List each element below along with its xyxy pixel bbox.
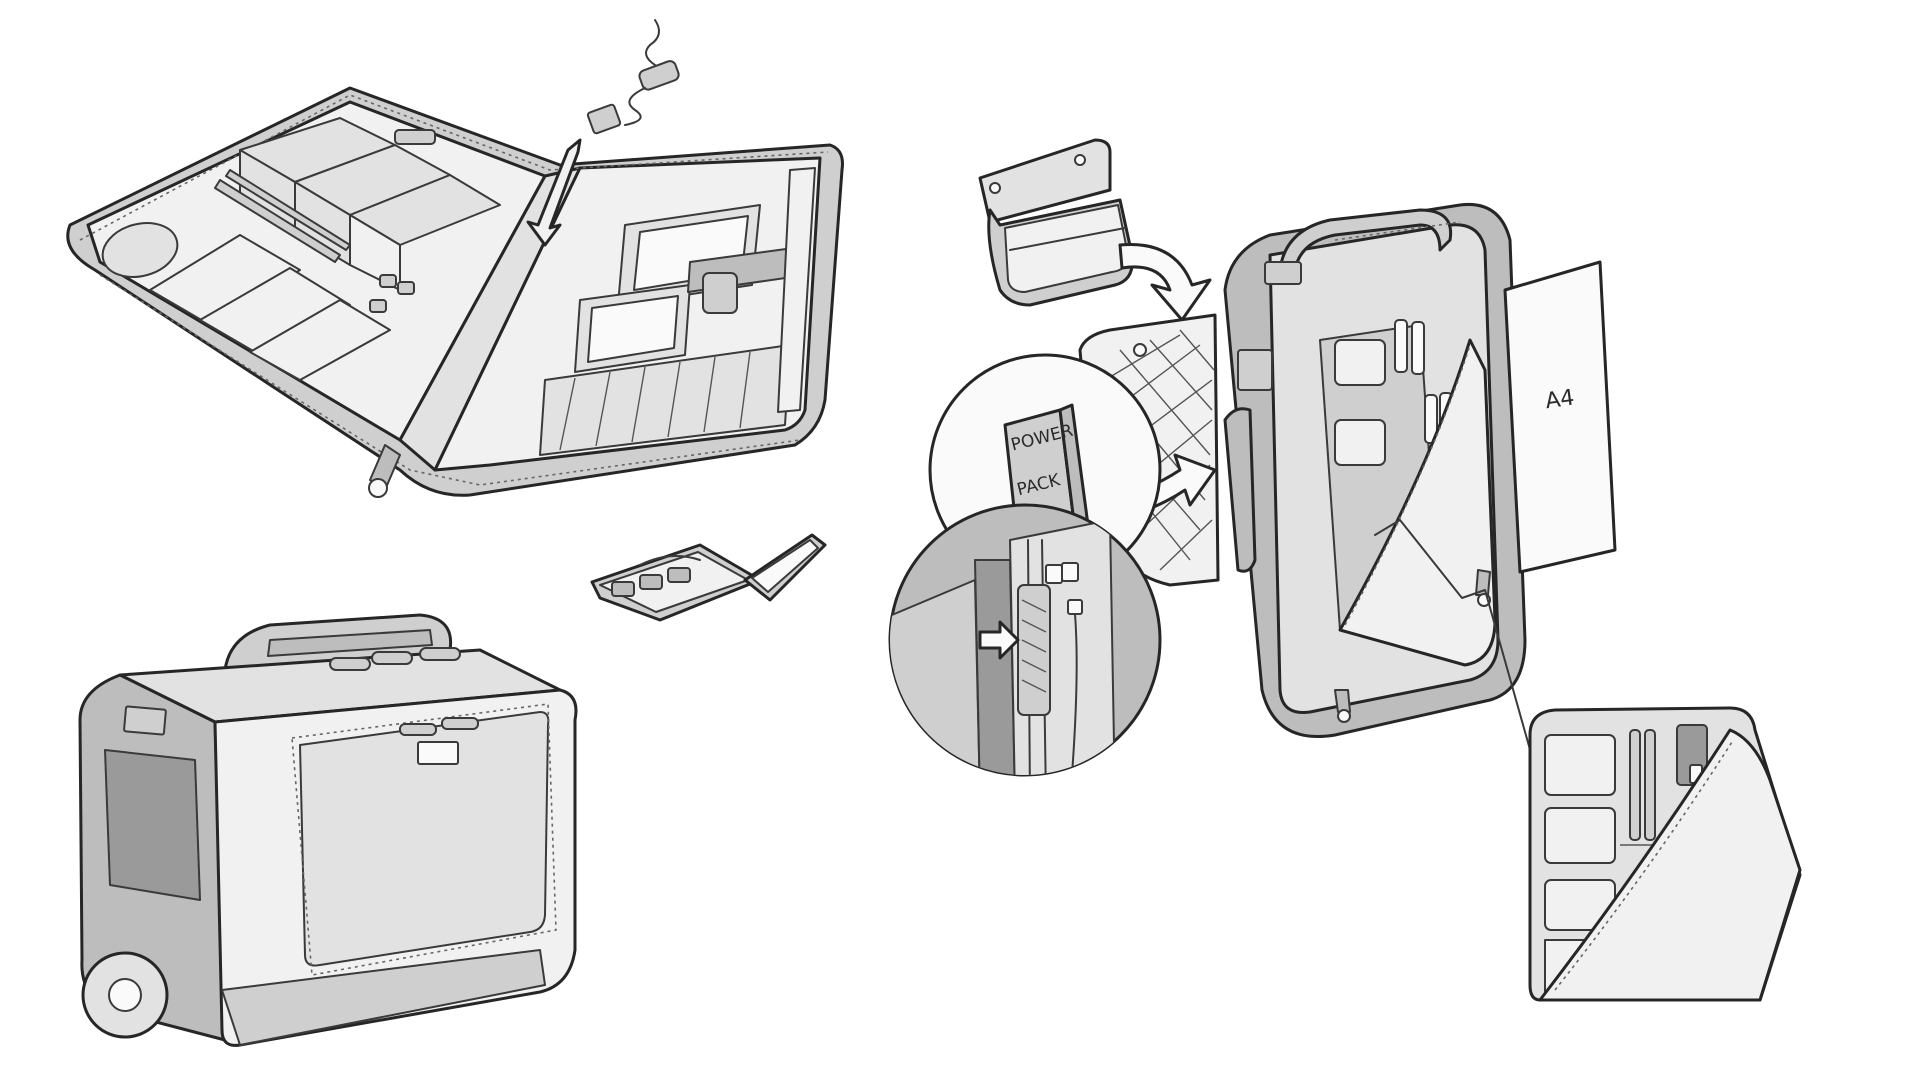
- a4-label: A4: [1544, 386, 1576, 415]
- arrow-icon: [526, 138, 582, 247]
- front-panel: [299, 711, 550, 967]
- pen-icon: [1629, 729, 1641, 841]
- detachable-shelf-pouch: [978, 138, 1212, 322]
- a4-sheet: [1503, 260, 1617, 574]
- arrow-icon: [978, 620, 1020, 660]
- pen-icon: [214, 179, 341, 263]
- small-accessory-pouch: [590, 533, 827, 622]
- backpack: A4: [1078, 202, 1617, 738]
- pen-organizer-panel: [1374, 519, 1802, 1002]
- link-line: [1374, 519, 1541, 786]
- mouse-icon: [101, 222, 179, 278]
- tech-organizer-case: [66, 19, 844, 498]
- rolling-case: [78, 613, 578, 1047]
- plug-icon: [586, 103, 622, 135]
- backpack-handle: [1278, 208, 1453, 272]
- cable-routing-detail: [888, 503, 1162, 777]
- arrow-icon: [1118, 243, 1212, 322]
